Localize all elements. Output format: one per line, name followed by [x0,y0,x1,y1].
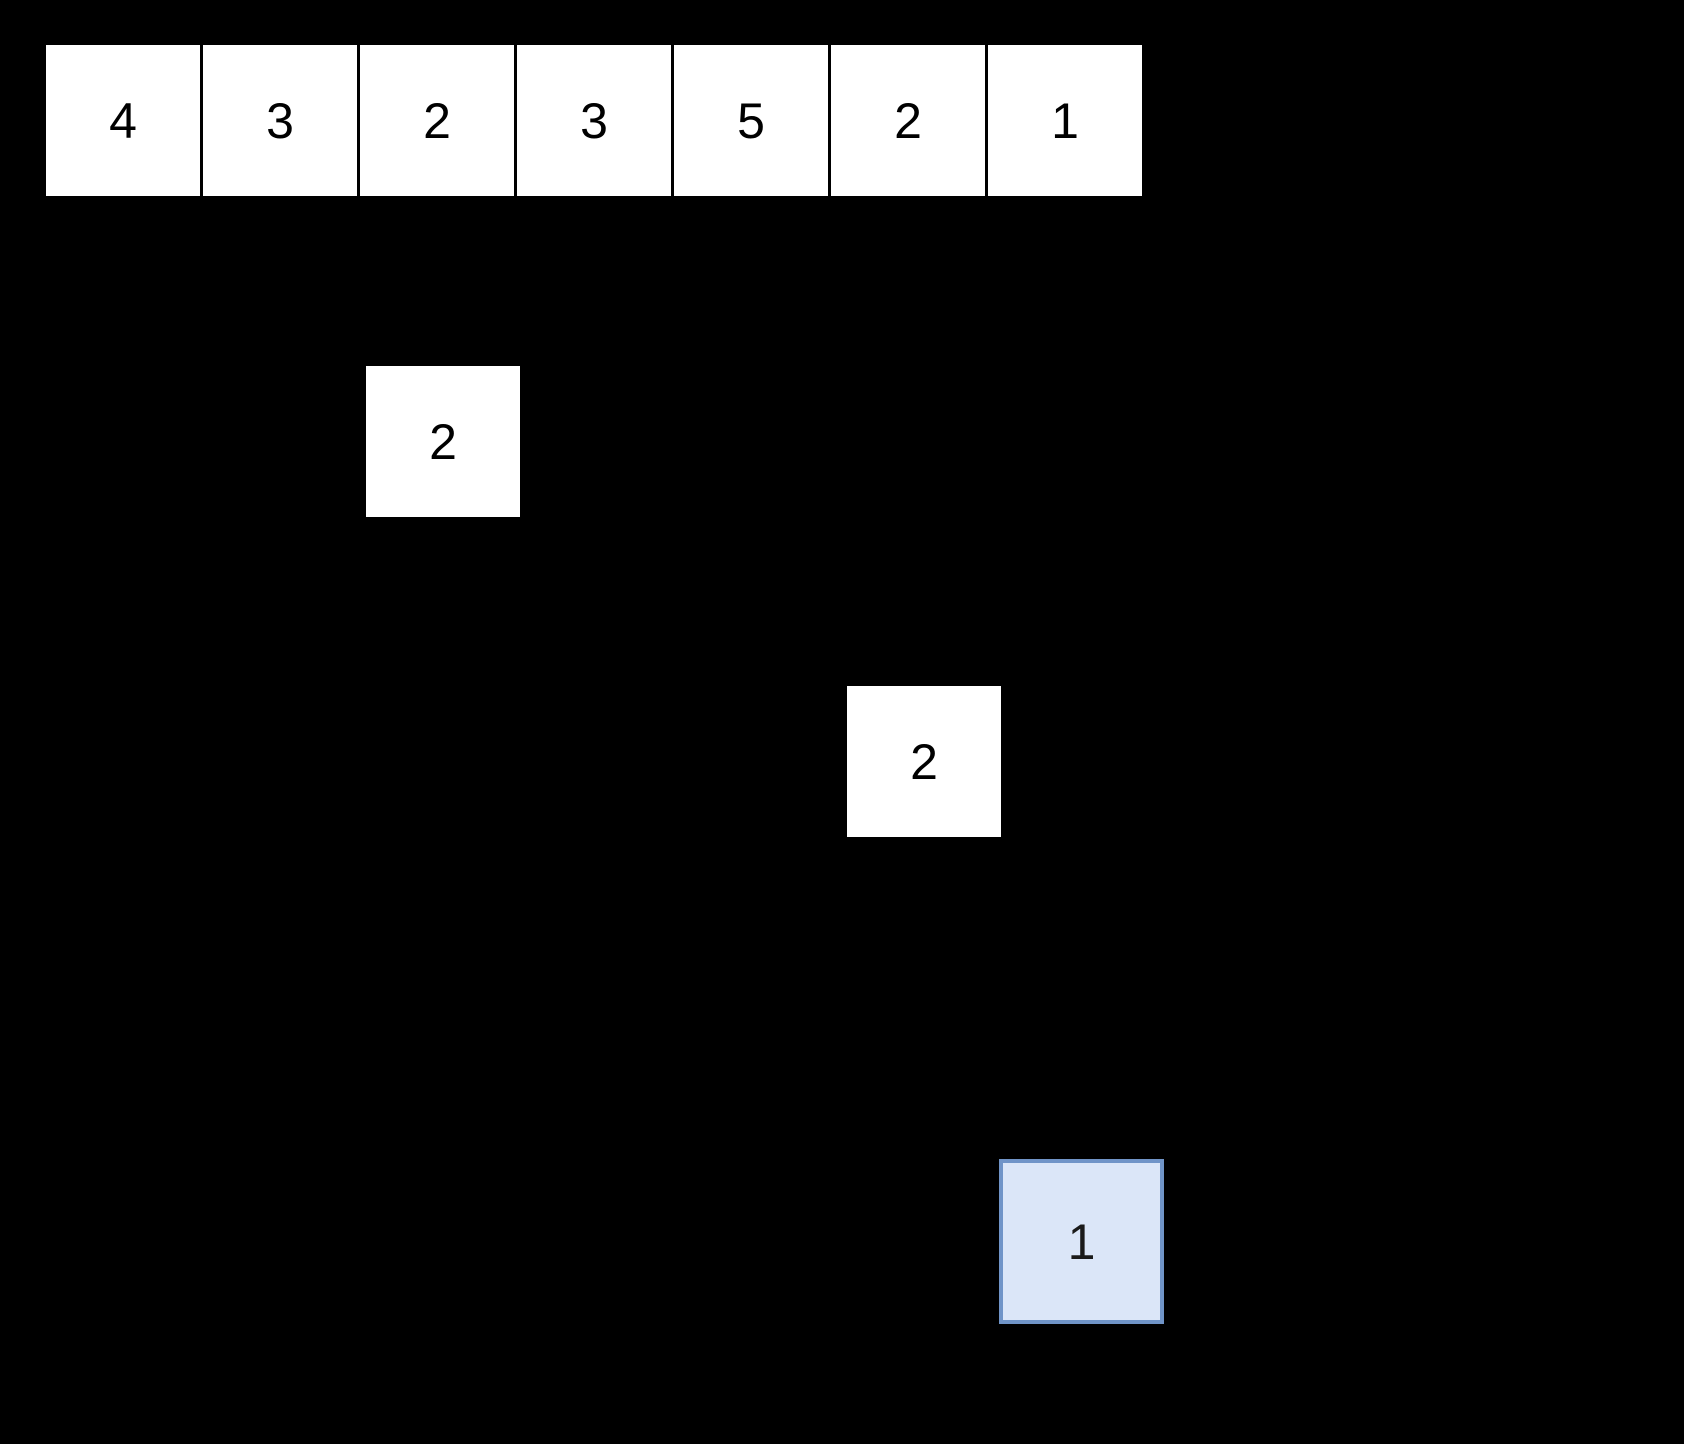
array-cell-0[interactable]: 4 [43,42,203,199]
array-cell-4[interactable]: 5 [671,42,831,199]
array-cell-2[interactable]: 2 [357,42,517,199]
node-level-2[interactable]: 2 [363,363,523,520]
node-level-3[interactable]: 2 [844,683,1004,840]
array-cell-6[interactable]: 1 [985,42,1145,199]
array-cell-3[interactable]: 3 [514,42,674,199]
array-cell-1[interactable]: 3 [200,42,360,199]
node-level-4-selected[interactable]: 1 [999,1159,1164,1324]
array-cell-5[interactable]: 2 [828,42,988,199]
